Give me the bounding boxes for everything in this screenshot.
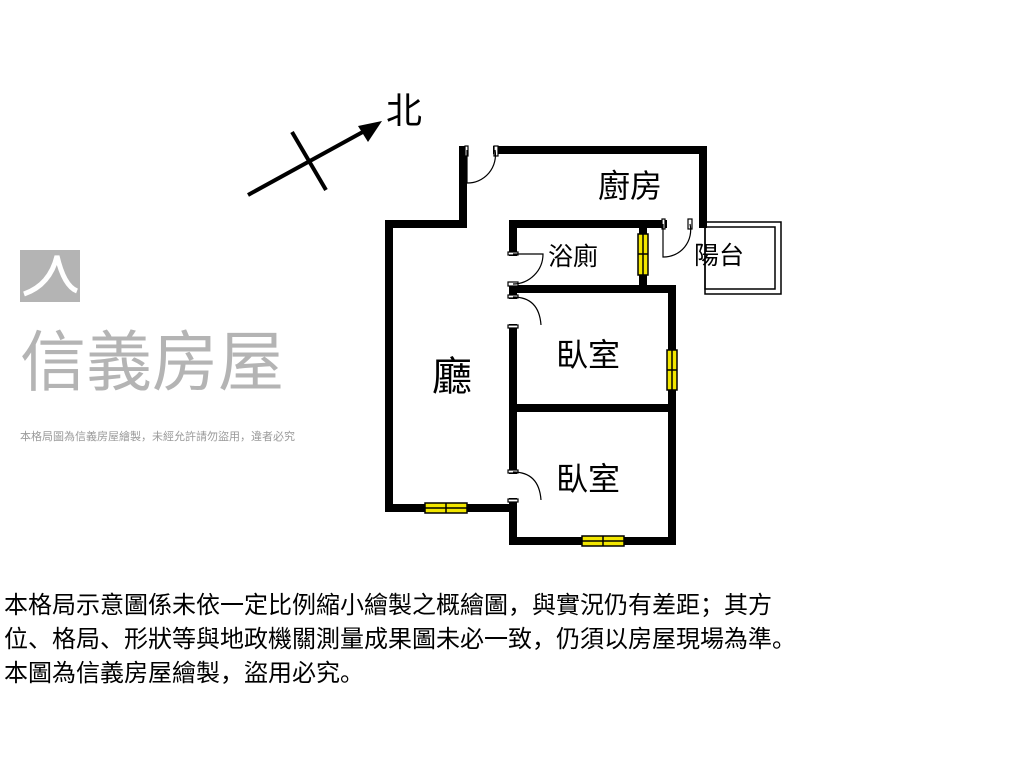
watermark: 信義房屋 本格局圖為信義房屋繪製，未經允許請勿盜用，違者必究 [20, 250, 295, 443]
room-labels: 廚房 浴廁 陽台 廳 臥室 臥室 [432, 167, 744, 498]
entrance-door [464, 145, 499, 184]
balcony-door [661, 218, 693, 258]
disclaimer: 本格局示意圖係未依一定比例縮小繪製之概繪圖，與實況仍有差距；其方 位、格局、形狀… [4, 588, 1024, 690]
room-label-bedroom1: 臥室 [556, 336, 620, 374]
bedroom2-door [507, 469, 542, 503]
north-compass: 北 [247, 91, 422, 197]
window-bedroom2 [581, 535, 625, 547]
bedroom1-door [507, 294, 542, 329]
window-living [424, 502, 468, 514]
north-label: 北 [386, 91, 422, 132]
disclaimer-line: 本格局示意圖係未依一定比例縮小繪製之概繪圖，與實況仍有差距；其方 [4, 591, 772, 619]
disclaimer-line: 位、格局、形狀等與地政機關測量成果圖未必一致，仍須以房屋現場為準。 [4, 625, 796, 653]
bathroom-door [507, 251, 544, 287]
watermark-brand: 信義房屋 [20, 324, 284, 401]
window-bath-balcony [637, 233, 649, 276]
room-label-bedroom2: 臥室 [556, 460, 620, 498]
walls [385, 146, 707, 545]
room-label-kitchen: 廚房 [598, 167, 662, 205]
window-bedroom1 [666, 349, 678, 391]
doors [464, 145, 693, 503]
windows [424, 233, 678, 547]
room-label-balcony: 陽台 [694, 241, 744, 270]
watermark-notice: 本格局圖為信義房屋繪製，未經允許請勿盜用，違者必究 [20, 429, 295, 443]
room-label-living: 廳 [432, 354, 472, 400]
disclaimer-line: 本圖為信義房屋繪製，盜用必究。 [4, 659, 364, 687]
room-label-bathroom: 浴廁 [548, 242, 598, 271]
north-arrow-icon [358, 121, 382, 142]
balcony-railing [704, 221, 782, 295]
